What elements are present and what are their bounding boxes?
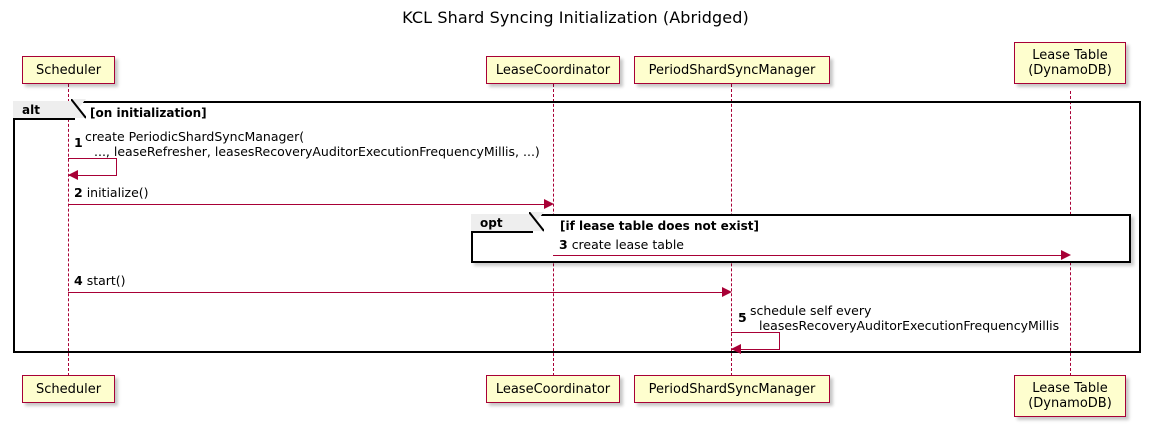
fragment-opt-type-label: opt — [480, 215, 503, 230]
message-4-text: start() — [86, 273, 126, 288]
participant-scheduler-bottom[interactable]: Scheduler — [22, 375, 115, 403]
lifeline-scheduler — [68, 84, 69, 376]
participant-scheduler-top-label: Scheduler — [35, 62, 102, 78]
message-5-self-loop — [731, 332, 780, 350]
fragment-opt-condition: [if lease table does not exist] — [560, 219, 760, 233]
message-2-number: 2 — [74, 185, 83, 200]
participant-lease-coordinator-top-label: LeaseCoordinator — [495, 62, 611, 78]
message-3-number: 3 — [559, 237, 568, 252]
fragment-alt-condition: [on initialization] — [90, 106, 207, 120]
participant-period-shard-sync-manager-bottom-label: PeriodShardSyncManager — [648, 381, 816, 397]
participant-lease-coordinator-bottom-label: LeaseCoordinator — [495, 381, 611, 397]
message-5-arrowhead — [731, 344, 741, 354]
message-2-text: initialize() — [86, 185, 149, 200]
participant-lease-table-top[interactable]: Lease Table (DynamoDB) — [1014, 42, 1126, 84]
fragment-alt — [13, 101, 1141, 353]
participant-lease-coordinator-bottom[interactable]: LeaseCoordinator — [486, 375, 620, 403]
message-3-line — [553, 255, 1061, 256]
message-1-arrowhead — [68, 170, 78, 180]
message-2-line — [68, 204, 544, 205]
message-4-label: 4 start() — [74, 274, 126, 288]
fragment-opt — [471, 214, 1131, 263]
message-4-number: 4 — [74, 273, 83, 288]
message-2-label: 2 initialize() — [74, 186, 149, 200]
message-1-text: create PeriodicShardSyncManager( ..., le… — [85, 129, 540, 159]
diagram-title: KCL Shard Syncing Initialization (Abridg… — [402, 8, 749, 27]
participant-period-shard-sync-manager-bottom[interactable]: PeriodShardSyncManager — [634, 375, 830, 403]
message-3-label: 3 create lease table — [559, 238, 684, 252]
message-5-line2: leasesRecoveryAuditorExecutionFrequencyM… — [759, 318, 1060, 333]
message-3-arrowhead — [1061, 250, 1071, 260]
message-2-arrowhead — [544, 199, 554, 209]
participant-period-shard-sync-manager-top-label: PeriodShardSyncManager — [648, 62, 816, 78]
fragment-opt-tab-diagonal — [529, 212, 544, 232]
fragment-alt-type-label: alt — [22, 102, 40, 117]
participant-lease-table-top-label: Lease Table — [1032, 48, 1108, 63]
message-5-line1: schedule self every — [750, 303, 872, 318]
fragment-alt-tab-diagonal — [71, 99, 86, 119]
participant-lease-table-bottom[interactable]: Lease Table (DynamoDB) — [1014, 375, 1126, 417]
message-5-number: 5 — [738, 310, 747, 325]
message-5-text: schedule self every leasesRecoveryAudito… — [750, 303, 1059, 333]
message-1-line2: ..., leaseRefresher, leasesRecoveryAudit… — [94, 144, 540, 159]
message-1-self-loop — [68, 158, 117, 176]
message-4-line — [68, 292, 722, 293]
participant-lease-table-bottom-label: Lease Table — [1032, 381, 1108, 396]
participant-lease-coordinator-top[interactable]: LeaseCoordinator — [486, 56, 620, 84]
participant-lease-table-bottom-label2: (DynamoDB) — [1028, 396, 1112, 411]
participant-scheduler-top[interactable]: Scheduler — [22, 56, 115, 84]
fragment-opt-tab: opt — [471, 212, 544, 233]
participant-period-shard-sync-manager-top[interactable]: PeriodShardSyncManager — [634, 56, 830, 84]
message-3-text: create lease table — [571, 237, 684, 252]
message-1-number: 1 — [74, 135, 83, 150]
message-4-arrowhead — [722, 287, 732, 297]
fragment-alt-tab: alt — [13, 99, 86, 120]
message-1-line1: create PeriodicShardSyncManager( — [85, 129, 305, 144]
participant-lease-table-top-label2: (DynamoDB) — [1028, 63, 1112, 78]
participant-scheduler-bottom-label: Scheduler — [35, 381, 102, 397]
